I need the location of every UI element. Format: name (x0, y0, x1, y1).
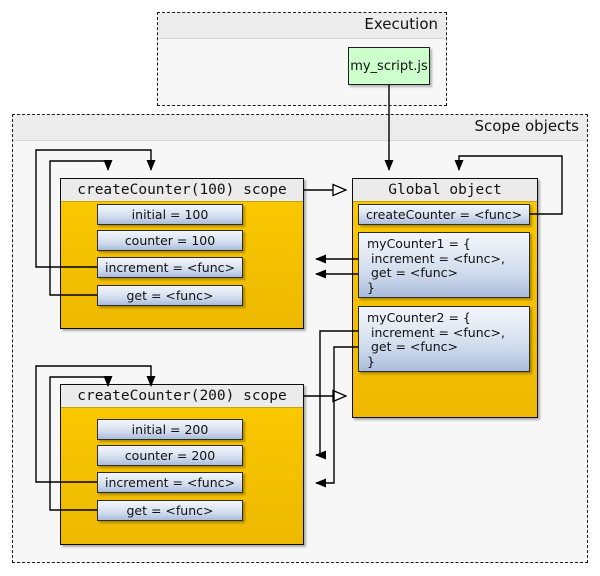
scope-objects-frame-header (13, 115, 587, 141)
attribute-mycounter2[interactable]: myCounter2 = { increment = <func>, get =… (358, 306, 530, 372)
attribute-counter-200[interactable]: counter = 200 (97, 445, 243, 466)
scope-objects-frame-title: Scope objects (474, 117, 579, 135)
attribute-initial-200[interactable]: initial = 200 (97, 419, 243, 440)
script-node-my-script-js[interactable]: my_script.js (348, 47, 430, 85)
object-scope-createcounter-100[interactable]: createCounter(100) scope (60, 178, 304, 329)
object-title-scope-100: createCounter(100) scope (61, 179, 303, 202)
attribute-createcounter-func[interactable]: createCounter = <func> (358, 204, 530, 225)
attribute-counter-100[interactable]: counter = 100 (97, 230, 243, 251)
attribute-initial-100[interactable]: initial = 100 (97, 204, 243, 225)
execution-frame-title: Execution (364, 15, 438, 33)
attribute-get-200[interactable]: get = <func> (97, 500, 243, 521)
object-title-global: Global object (353, 179, 537, 202)
attribute-increment-100[interactable]: increment = <func> (97, 257, 243, 278)
attribute-increment-200[interactable]: increment = <func> (97, 472, 243, 493)
attribute-mycounter1[interactable]: myCounter1 = { increment = <func>, get =… (358, 232, 530, 298)
execution-frame-header (158, 13, 446, 39)
object-title-scope-200: createCounter(200) scope (61, 385, 303, 408)
attribute-get-100[interactable]: get = <func> (97, 285, 243, 306)
